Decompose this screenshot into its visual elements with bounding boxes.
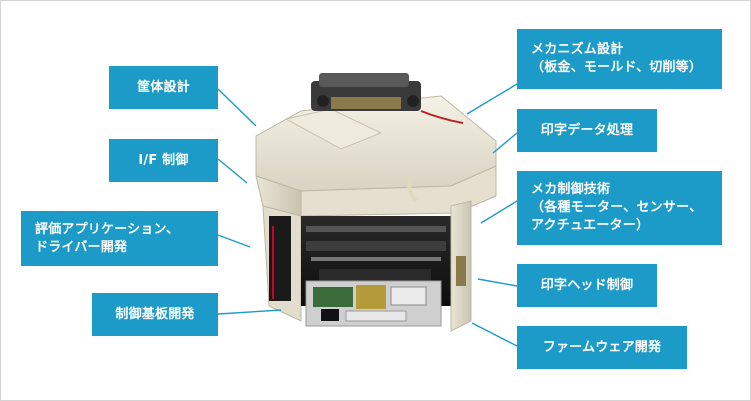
fuser-unit-icon — [311, 73, 464, 124]
label-interface-control: I/F 制御 — [109, 139, 218, 182]
connector-mechanism — [466, 83, 518, 115]
connector-mecha-control — [480, 200, 518, 224]
connector-firmware — [471, 322, 518, 347]
label-print-data-processing: 印字データ処理 — [517, 109, 657, 152]
connector-housing — [217, 88, 257, 127]
label-mecha-control: メカ制御技術 （各種モーター、センサー、 アクチュエーター） — [517, 171, 722, 245]
connector-board — [217, 309, 282, 315]
label-evaluation-driver: 評価アプリケーション、 ドライバー開発 — [21, 211, 218, 266]
label-housing-design: 筐体設計 — [109, 66, 218, 109]
connector-interface — [217, 158, 248, 184]
connector-print-data — [492, 132, 518, 154]
connector-head-control — [477, 278, 518, 287]
label-control-board: 制御基板開発 — [92, 293, 218, 336]
label-head-control: 印字ヘッド制御 — [517, 264, 657, 307]
connector-evaluation — [217, 234, 251, 248]
label-firmware-development: ファームウェア開発 — [517, 326, 687, 369]
label-mechanism-design: メカニズム設計 （板金、モールド、切削等） — [517, 29, 722, 89]
